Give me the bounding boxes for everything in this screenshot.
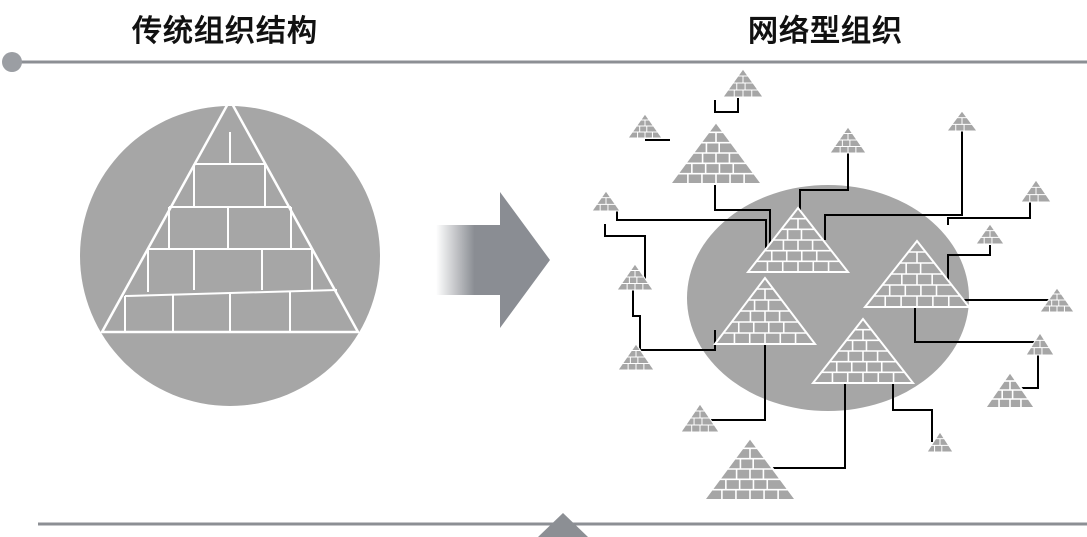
connector-line: [1015, 355, 1039, 389]
pyramid-icon: [745, 206, 851, 273]
pyramid-icon: [946, 110, 978, 132]
pyramid-icon: [975, 223, 1005, 245]
pyramid-icon: [668, 120, 764, 185]
pyramid-icon: [926, 431, 954, 453]
connector-line: [947, 245, 991, 280]
connector-line: [947, 200, 1031, 225]
traditional-structure-title: 传统组织结构: [132, 14, 318, 49]
right-arrow-icon: [436, 192, 550, 328]
connector-line: [824, 130, 963, 240]
pyramid-icon: [829, 126, 867, 154]
pyramid-icon: [591, 190, 621, 212]
pyramid-icon: [983, 370, 1037, 409]
pyramid-icon: [680, 403, 720, 433]
top-divider: [2, 52, 1087, 72]
connector-line: [892, 380, 933, 442]
bottom-divider: [38, 513, 1087, 537]
networked-pyramids-icon: [591, 68, 1075, 501]
pyramid-icon: [862, 239, 972, 308]
pyramid-icon: [1020, 179, 1052, 203]
pyramid-icon: [722, 68, 764, 98]
connector-line: [714, 175, 771, 250]
network-organization-title: 网络型组织: [748, 14, 903, 49]
connector-line: [604, 224, 646, 282]
connector-line: [632, 290, 641, 350]
connector-line: [616, 210, 767, 248]
connector-line: [640, 330, 716, 351]
pyramid-icon: [617, 343, 655, 371]
pyramid-icon: [627, 113, 663, 139]
pyramid-icon: [702, 436, 798, 501]
traditional-pyramid-icon: [80, 97, 380, 406]
connector-line: [700, 340, 766, 421]
pyramid-icon: [810, 317, 916, 384]
pyramid-icon: [1025, 332, 1055, 356]
connector-line: [760, 380, 846, 469]
pyramid-icon: [1039, 287, 1075, 313]
pyramid-icon: [712, 276, 818, 345]
connector-line: [714, 98, 739, 113]
connector-line: [799, 150, 849, 225]
pyramid-group: [591, 68, 1075, 501]
pyramid-icon: [616, 263, 654, 291]
